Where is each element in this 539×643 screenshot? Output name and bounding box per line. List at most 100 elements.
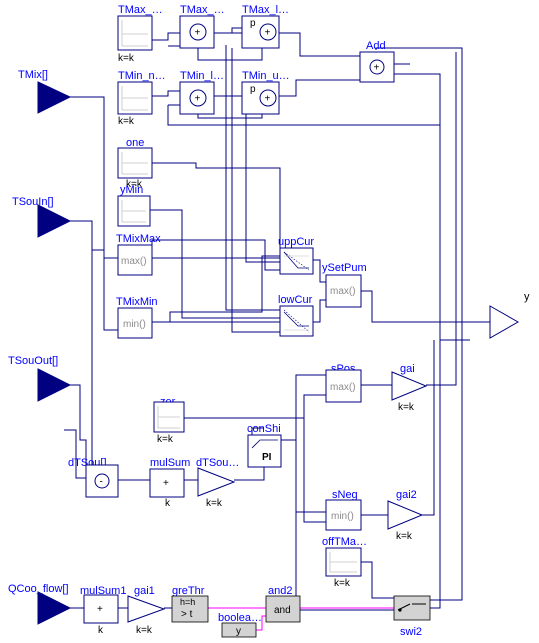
block-label: and2 (268, 585, 292, 597)
gai1-block[interactable]: gai1 k=k (127, 585, 166, 636)
tmixmax-block[interactable]: TMixMax max() (116, 233, 161, 276)
plus-icon: + (195, 94, 201, 105)
swi2-block[interactable]: swi2 (393, 595, 431, 638)
input-label: TSouOut[] (8, 355, 58, 367)
svg-text:+: + (97, 604, 103, 615)
block-label: TMixMax (116, 233, 161, 245)
dtsou-gain-block[interactable]: dTSou… k=k (196, 457, 239, 509)
block-label: TMax_… (118, 4, 163, 16)
lowcur-block[interactable]: lowCur (278, 294, 314, 337)
tmixmin-block[interactable]: TMixMin min() (116, 296, 158, 339)
block-label: yMin (120, 184, 143, 196)
block-param: k=k (118, 53, 135, 64)
block-param: k=k (136, 625, 153, 636)
sneg-block[interactable]: sNeg min() (325, 489, 362, 531)
add-block[interactable]: Add + (359, 40, 395, 83)
block-label: swi2 (400, 626, 422, 638)
tsouin-input-port[interactable]: TSouIn[] (12, 196, 72, 238)
block-param: k=k (396, 531, 413, 542)
tmin-up-block[interactable]: TMin_u… + p (241, 70, 290, 115)
block-label: sNeg (332, 489, 358, 501)
tmax-constant-block[interactable]: TMax_… k=k (117, 4, 163, 64)
block-label: gai1 (134, 585, 155, 597)
input-label: TMix[] (18, 69, 48, 81)
block-label: TMin_n… (118, 70, 166, 82)
block-param: k (165, 498, 171, 509)
block-param: k=k (157, 434, 174, 445)
block-param: k=k (206, 498, 223, 509)
svg-text:-: - (100, 477, 103, 488)
block-label: greThr (172, 585, 205, 597)
block-label: boolea… (218, 612, 262, 624)
mulsum1-block[interactable]: mulSum1 + k (80, 585, 126, 636)
plus-icon: + (265, 28, 271, 39)
conshi-block[interactable]: conShi PI (247, 423, 282, 468)
block-param: k (98, 625, 104, 636)
uppcur-block[interactable]: uppCur (278, 236, 314, 275)
connection-wires (64, 27, 490, 611)
boolean-block[interactable]: boolea… y (218, 612, 262, 638)
gai2-block[interactable]: gai2 k=k (387, 489, 424, 542)
plus-icon: + (195, 28, 201, 39)
svg-text:p: p (250, 18, 256, 29)
block-label: lowCur (278, 294, 313, 306)
grethr-block[interactable]: greThr h=h > t (171, 585, 209, 623)
block-label: TMixMin (116, 296, 158, 308)
block-param: k=k (334, 578, 351, 589)
y-output-port[interactable]: y (489, 291, 530, 339)
tsouout-input-port[interactable]: TSouOut[] (8, 355, 72, 402)
block-label: ySetPum (322, 262, 367, 274)
ysetpum-block[interactable]: ySetPum max() (322, 262, 367, 308)
svg-text:PI: PI (262, 452, 272, 463)
tmax-low-block[interactable]: TMax_l… + p (241, 4, 289, 49)
block-label: TMax_… (180, 4, 225, 16)
and2-block[interactable]: and2 and (265, 585, 301, 623)
tmix-input-port[interactable]: TMix[] (18, 69, 72, 114)
gai-block[interactable]: gai k=k (391, 363, 428, 413)
input-label: QCoo_flow[] (8, 583, 69, 595)
block-param: k=k (398, 402, 415, 413)
block-label: mulSum (150, 457, 190, 469)
tmax-add-block[interactable]: TMax_… + (179, 4, 225, 49)
block-label: one (126, 137, 144, 149)
block-label: mulSum1 (80, 585, 126, 597)
offtmax-block[interactable]: offTMa… k=k (322, 536, 367, 589)
one-block[interactable]: one k=k (117, 137, 153, 190)
svg-text:max(): max() (121, 256, 147, 267)
svg-text:+: + (163, 478, 169, 489)
svg-text:min(): min() (123, 319, 146, 330)
boolean-wires (208, 607, 394, 631)
block-param: k=k (118, 116, 135, 127)
svg-text:p: p (250, 84, 256, 95)
block-label: gai2 (396, 489, 417, 501)
block-label: gai (400, 363, 415, 375)
svg-text:> t: > t (181, 609, 193, 620)
qcoo-input-port[interactable]: QCoo_flow[] (8, 583, 72, 625)
spos-block[interactable]: sPos max() (325, 363, 362, 403)
svg-text:max(): max() (330, 382, 356, 393)
block-param: k=k (126, 179, 143, 190)
block-label: conShi (247, 423, 281, 435)
ymin-block[interactable]: yMin (117, 184, 151, 227)
plus-icon: + (265, 94, 271, 105)
plus-icon: + (374, 63, 380, 74)
block-label: dTSou… (196, 457, 239, 469)
block-label: uppCur (278, 236, 314, 248)
block-label: TMin_l… (180, 70, 224, 82)
svg-text:min(): min() (331, 511, 354, 522)
output-label: y (524, 291, 530, 303)
zer-block[interactable]: zer k=k (153, 396, 185, 445)
svg-text:y: y (236, 626, 241, 637)
tmin-add-block[interactable]: TMin_l… + (179, 70, 224, 115)
block-label: offTMa… (322, 536, 367, 548)
block-label: TMax_l… (242, 4, 289, 16)
block-label: Add (366, 40, 386, 52)
svg-text:and: and (274, 605, 291, 616)
dtsou-block[interactable]: dTSou[] - (68, 457, 119, 498)
svg-text:h=h: h=h (180, 597, 195, 607)
mulsum-block[interactable]: mulSum + k (149, 457, 190, 509)
svg-text:max(): max() (330, 286, 356, 297)
input-label: TSouIn[] (12, 196, 54, 208)
tmin-constant-block[interactable]: TMin_n… k=k (117, 70, 166, 127)
